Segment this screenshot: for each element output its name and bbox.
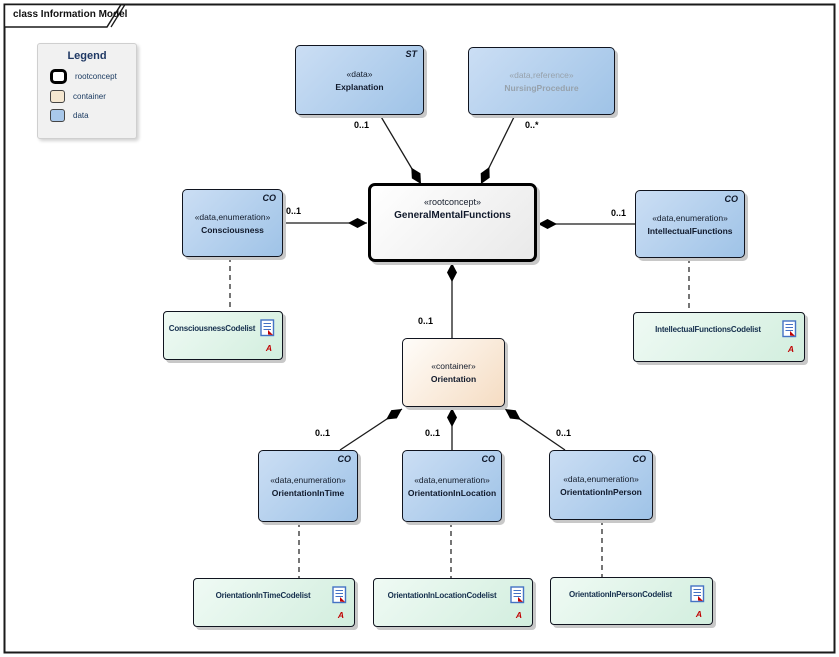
- node-consciousness[interactable]: CO «data,enumeration» Consciousness: [182, 189, 283, 257]
- node-stereotype: «data»: [346, 68, 373, 79]
- container-swatch: [50, 90, 65, 103]
- abstract-badge: A: [515, 610, 522, 620]
- node-stereotype: «data,enumeration»: [414, 474, 490, 485]
- multiplicity-label: 0..1: [354, 120, 370, 130]
- marker-co: CO: [632, 454, 647, 464]
- document-icon: [260, 319, 275, 337]
- node-general-mental-functions[interactable]: «rootconcept» GeneralMentalFunctions: [368, 183, 537, 262]
- codelist-name: IntellectualFunctionsCodelist: [655, 325, 761, 334]
- codelist-name: ConsciousnessCodelist: [168, 324, 256, 333]
- codelist-name: OrientationInLocationCodelist: [387, 591, 497, 600]
- data-swatch: [50, 109, 65, 122]
- node-explanation[interactable]: ST «data» Explanation: [295, 45, 424, 115]
- connector-explanation-gmf: [379, 114, 422, 185]
- node-intellectual-functions-codelist[interactable]: IntellectualFunctionsCodelist A: [633, 312, 805, 362]
- node-consciousness-codelist[interactable]: ConsciousnessCodelist A: [163, 311, 283, 360]
- node-name: NursingProcedure: [504, 82, 579, 93]
- abstract-badge: A: [337, 610, 344, 620]
- codelist-name: OrientationInTimeCodelist: [215, 591, 311, 600]
- node-orientation-in-person-codelist[interactable]: OrientationInPersonCodelist A: [550, 577, 713, 625]
- node-name: Orientation: [430, 374, 477, 384]
- node-stereotype: «container»: [431, 361, 476, 371]
- node-stereotype: «data,reference»: [509, 69, 574, 80]
- node-name: OrientationInPerson: [560, 486, 642, 497]
- abstract-badge: A: [265, 343, 272, 353]
- legend-title: Legend: [67, 50, 107, 62]
- node-intellectual-functions[interactable]: CO «data,enumeration» IntellectualFuncti…: [635, 190, 745, 258]
- node-name: Explanation: [335, 81, 384, 92]
- node-name: Consciousness: [201, 224, 264, 235]
- document-icon: [690, 585, 705, 603]
- multiplicity-label: 0..1: [611, 208, 627, 218]
- rootconcept-swatch: [50, 69, 67, 84]
- legend-item-container: container: [50, 90, 136, 103]
- connector-time-orientation: [339, 408, 403, 451]
- multiplicity-label: 0..1: [286, 206, 302, 216]
- marker-st: ST: [405, 49, 417, 59]
- node-stereotype: «data,enumeration»: [652, 212, 728, 223]
- node-nursing-procedure[interactable]: «data,reference» NursingProcedure: [468, 47, 615, 115]
- abstract-badge: A: [695, 609, 702, 619]
- legend-item-data: data: [50, 109, 136, 122]
- document-icon: [510, 586, 525, 604]
- marker-co: CO: [724, 194, 739, 204]
- marker-co: CO: [481, 454, 496, 464]
- frame-title: class Information Model: [13, 9, 128, 20]
- legend-item-rootconcept: rootconcept: [50, 69, 136, 84]
- legend: Legend rootconcept container data: [37, 43, 137, 139]
- codelist-name: OrientationInPersonCodelist: [568, 590, 673, 599]
- marker-co: CO: [337, 454, 352, 464]
- legend-item-label: container: [73, 92, 106, 101]
- node-stereotype: «data,enumeration»: [563, 473, 639, 484]
- node-orientation-in-time[interactable]: CO «data,enumeration» OrientationInTime: [258, 450, 358, 522]
- node-stereotype: «data,enumeration»: [194, 211, 271, 222]
- marker-co: CO: [262, 193, 277, 203]
- connector-nursing-gmf: [480, 114, 516, 185]
- legend-item-label: rootconcept: [75, 72, 117, 81]
- abstract-badge: A: [787, 344, 794, 354]
- multiplicity-label: 0..1: [418, 316, 434, 326]
- document-icon: [332, 586, 347, 604]
- multiplicity-label: 0..1: [556, 428, 572, 438]
- node-orientation[interactable]: «container» Orientation: [402, 338, 505, 407]
- node-orientation-in-location-codelist[interactable]: OrientationInLocationCodelist A: [373, 578, 533, 627]
- legend-item-label: data: [73, 111, 89, 120]
- node-orientation-in-person[interactable]: CO «data,enumeration» OrientationInPerso…: [549, 450, 653, 520]
- node-stereotype: «data,enumeration»: [270, 474, 346, 485]
- multiplicity-label: 0..*: [525, 120, 539, 130]
- multiplicity-label: 0..1: [425, 428, 441, 438]
- node-name: IntellectualFunctions: [647, 225, 733, 236]
- multiplicity-label: 0..1: [315, 428, 331, 438]
- node-orientation-in-time-codelist[interactable]: OrientationInTimeCodelist A: [193, 578, 355, 627]
- node-orientation-in-location[interactable]: CO «data,enumeration» OrientationInLocat…: [402, 450, 502, 522]
- node-name: GeneralMentalFunctions: [394, 210, 511, 221]
- node-name: OrientationInLocation: [407, 487, 497, 498]
- node-stereotype: «rootconcept»: [423, 197, 482, 207]
- node-name: OrientationInTime: [271, 487, 345, 498]
- document-icon: [782, 320, 797, 338]
